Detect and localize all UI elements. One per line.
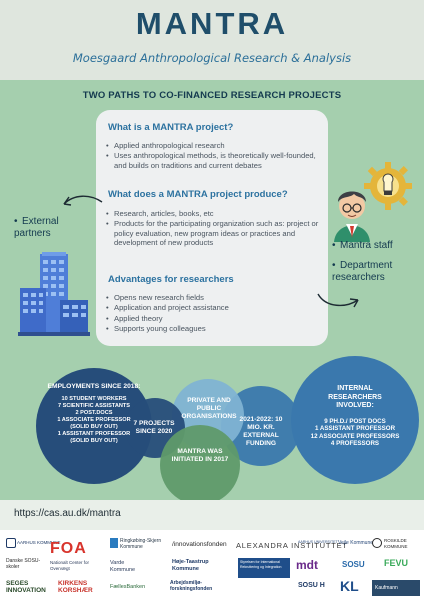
private-public-text: PRIVATE AND PUBLIC ORGANISATIONS [181, 397, 237, 420]
internal-researchers-circle [291, 356, 419, 484]
curved-arrow-right-icon [317, 293, 359, 308]
department-researchers-label: •Department researchers [332, 260, 393, 283]
info-card: What is a MANTRA project? Applied anthro… [96, 110, 328, 346]
initiated-circle [160, 425, 240, 500]
logo-kaufmann: Kaufmann [372, 580, 420, 596]
buildings-icon [18, 252, 90, 336]
logo-vejle: Vejle Kommune [338, 540, 374, 546]
logo-fevu: FEVU [384, 558, 409, 568]
projects-text: 7 PROJECTS SINCE 2020 [133, 420, 175, 435]
list-item: Application and project assistance [106, 303, 320, 313]
logo-innovationsfonden: /innovationsfonden [172, 541, 227, 548]
list-item: Applied anthropological research [106, 141, 320, 151]
mantra-staff-label: •Mantra staff [332, 240, 393, 251]
logo-kl: KL [340, 578, 359, 594]
main-panel: TWO PATHS TO CO-FINANCED RESEARCH PROJEC… [0, 80, 424, 500]
employments-text: EMPLOYMENTS SINCE 2018: 10 STUDENT WORKE… [47, 383, 141, 444]
list-item: Applied theory [106, 314, 320, 324]
section-title: TWO PATHS TO CO-FINANCED RESEARCH PROJEC… [82, 90, 342, 101]
card-list-advantages: Opens new research fields Application an… [106, 293, 320, 335]
logo-nationalt-center: Nationalt Center for Overvægt [50, 560, 90, 571]
logo-arbejdsmiljo: Arbejdsmiljø-forskningsfonden [170, 580, 213, 592]
list-item: Research, articles, books, etc [106, 209, 320, 219]
website-link[interactable]: https://cas.au.dk/mantra [14, 508, 121, 519]
internal-researchers-text: INTERNAL RESEARCHERS INVOLVED: 9 PH.D./ … [310, 385, 400, 447]
curved-arrow-left-icon [63, 195, 103, 206]
person-with-lightbulb-icon [334, 162, 412, 242]
funding-text: 2021-2022: 10 MIO. KR. EXTERNAL FUNDING [239, 416, 283, 447]
list-item: Products for the participating organizat… [106, 219, 320, 247]
logo-styrelsen: Styrelsen for International Rekruttering… [238, 558, 290, 578]
header: MANTRA Moesgaard Anthropological Researc… [0, 0, 424, 80]
logo-hoje-taastrup: Høje-Taastrup Kommune [172, 559, 209, 572]
list-item: Supports young colleagues [106, 324, 320, 334]
page-title: MANTRA [135, 6, 289, 41]
logo-ringkobing-skjern: Ringkøbing-Skjern Kommune [110, 538, 170, 550]
list-item: Opens new research fields [106, 293, 320, 303]
logo-mdt: mdt [296, 558, 318, 572]
employments-circle [36, 368, 152, 484]
external-partners-label: •External partners [14, 216, 59, 239]
logo-aarhus-kommune: AARHUS KOMMUNE [6, 538, 61, 548]
logo-sosu: SOSU [342, 560, 365, 569]
logo-varde: Varde Kommune [110, 560, 136, 573]
logo-alexandra: ALEXANDRA INSTITUTTET [236, 541, 348, 550]
card-heading-what-is: What is a MANTRA project? [108, 122, 234, 133]
list-item: Uses anthropological methods, is theoret… [106, 151, 320, 170]
card-list-what-is: Applied anthropological research Uses an… [106, 141, 320, 171]
gear-icon [364, 162, 412, 210]
logo-sosu-h: SOSU H [298, 582, 325, 589]
stats-circles [36, 356, 419, 500]
card-heading-advantages: Advantages for researchers [108, 274, 234, 285]
logo-aarhus-universitet: AARHUS UNIVERSITET [298, 540, 338, 544]
logo-roskilde: ROSKILDE KOMMUNE [372, 538, 422, 549]
card-heading-produce: What does a MANTRA project produce? [108, 189, 288, 200]
logo-danske-sosu: Danske SOSU-skoler [6, 558, 41, 570]
logo-kirkens-korshaer: KIRKENS KORSHÆR [58, 580, 93, 594]
logo-foa: FOA [50, 540, 87, 557]
initiated-text: MANTRA WAS INITIATED IN 2017 [171, 448, 229, 463]
card-list-produce: Research, articles, books, etc Products … [106, 209, 320, 249]
partner-logos: AARHUS KOMMUNE FOA Ringkøbing-Skjern Kom… [0, 530, 424, 600]
page-subtitle: Moesgaard Anthropological Research & Ana… [72, 51, 352, 65]
logo-seges: SEGES INNOVATION [6, 580, 46, 594]
logo-faellesbanken: FællesBanken [110, 584, 146, 590]
